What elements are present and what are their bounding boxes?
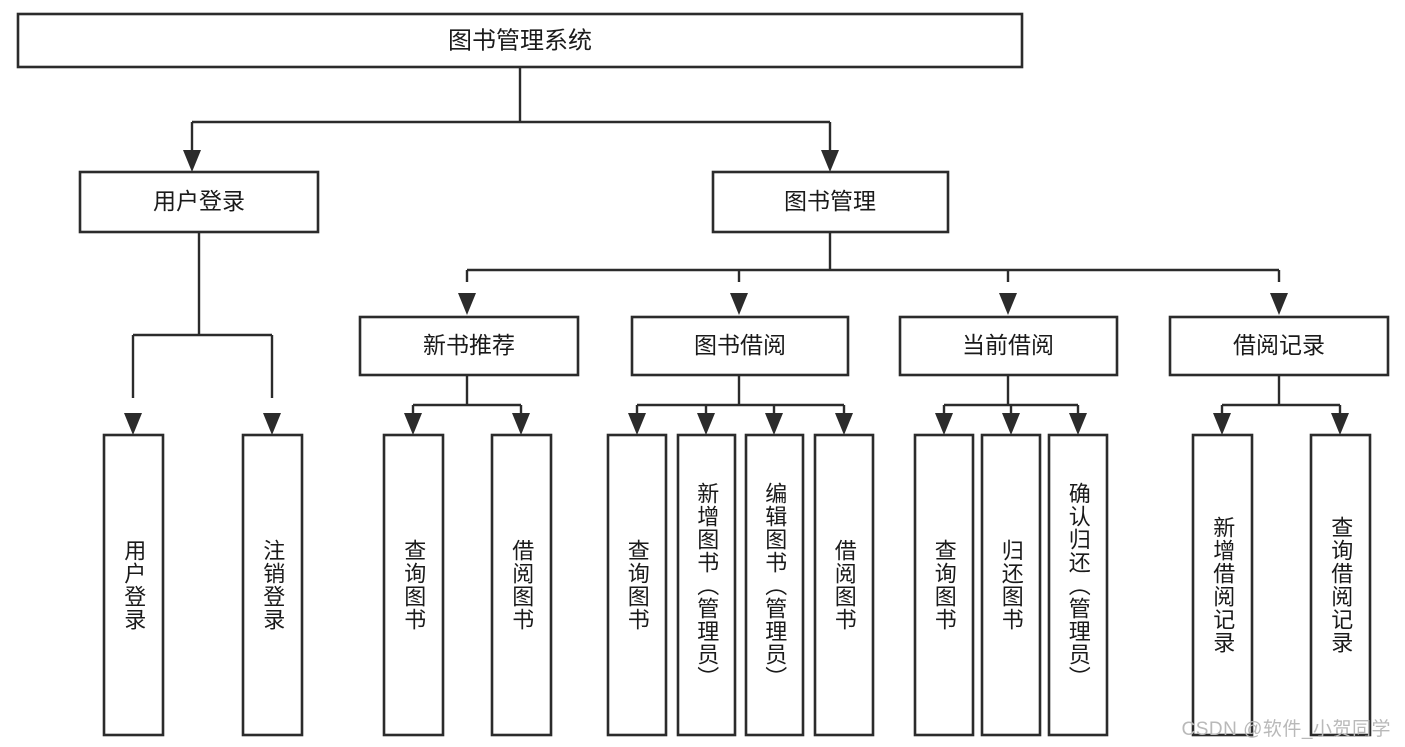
leaf-box[interactable] [980,433,1042,737]
leaf-box[interactable] [1047,433,1109,737]
node-user-login[interactable]: 用户登录 [78,170,320,234]
leaf-boxes-user-login [102,433,304,737]
leaf-boxes-current-borrow [913,433,1109,737]
node-current-borrow[interactable]: 当前借阅 [898,315,1119,377]
leaf-box[interactable] [241,433,304,737]
node-borrow-record[interactable]: 借阅记录 [1168,315,1390,377]
leaf-box[interactable] [1191,433,1254,737]
leaf-box[interactable] [382,433,445,737]
node-user-login-label: 用户登录 [153,188,245,214]
leaf-box[interactable] [913,433,975,737]
node-current-borrow-label: 当前借阅 [962,332,1054,358]
node-root-label: 图书管理系统 [448,27,592,54]
leaf-box[interactable] [813,433,875,737]
connector-root-to-level2 [183,67,839,172]
connector-userlogin-to-leaves [124,232,281,435]
node-new-book-recommend[interactable]: 新书推荐 [358,315,580,377]
leaf-boxes-book-borrow [606,433,875,737]
connector-borrowrecord-to-leaves [1213,375,1349,435]
node-book-management-label: 图书管理 [784,188,876,214]
leaf-box[interactable] [102,433,165,737]
leaf-boxes-new-book-recommend [382,433,553,737]
connector-currentborrow-to-leaves [935,375,1087,435]
leaf-box[interactable] [744,433,805,737]
leaf-boxes-borrow-record [1191,433,1372,737]
leaf-box[interactable] [676,433,737,737]
node-root[interactable]: 图书管理系统 [16,12,1024,69]
node-borrow-record-label: 借阅记录 [1233,332,1325,358]
leaf-box[interactable] [490,433,553,737]
node-book-borrow-label: 图书借阅 [694,332,786,358]
node-book-management[interactable]: 图书管理 [711,170,950,234]
connector-newbook-to-leaves [404,375,530,435]
leaf-box[interactable] [1309,433,1372,737]
leaf-box[interactable] [606,433,668,737]
node-new-book-recommend-label: 新书推荐 [423,332,515,358]
watermark: CSDN @软件_小贺同学 [1181,719,1391,740]
connector-bookborrow-to-leaves [628,375,853,435]
connector-bookmgmt-to-level3 [458,232,1288,315]
node-book-borrow[interactable]: 图书借阅 [630,315,850,377]
